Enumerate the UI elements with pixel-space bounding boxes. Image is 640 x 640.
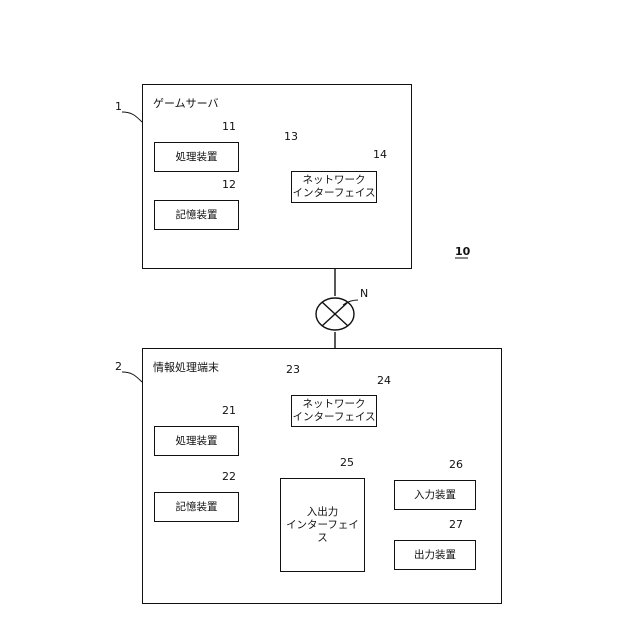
server-storage-label: 記憶装置	[176, 209, 218, 222]
server-processor-label: 処理装置	[176, 151, 218, 164]
server-storage-box: 記憶装置	[154, 200, 239, 230]
terminal-io-line2: インターフェイス	[281, 519, 364, 545]
server-nic-line1: ネットワーク	[303, 174, 366, 187]
server-nic-ref: 14	[373, 148, 387, 161]
input-device-box: 入力装置	[394, 480, 476, 510]
server-storage-ref: 12	[222, 178, 236, 191]
terminal-nic-line1: ネットワーク	[303, 398, 366, 411]
terminal-nic-box: ネットワーク インターフェイス	[291, 395, 377, 427]
output-device-ref: 27	[449, 518, 463, 531]
server-nic-line2: インターフェイス	[292, 187, 375, 200]
input-device-label: 入力装置	[414, 489, 456, 502]
terminal-storage-label: 記憶装置	[176, 501, 218, 514]
system-ref: 10	[455, 245, 470, 258]
terminal-processor-box: 処理装置	[154, 426, 239, 456]
terminal-storage-ref: 22	[222, 470, 236, 483]
terminal-io-ref: 25	[340, 456, 354, 469]
output-device-label: 出力装置	[414, 549, 456, 562]
input-device-ref: 26	[449, 458, 463, 471]
terminal-ref: 2	[115, 360, 122, 373]
terminal-bus-ref: 23	[286, 363, 300, 376]
terminal-io-box: 入出力 インターフェイス	[280, 478, 365, 572]
terminal-storage-box: 記憶装置	[154, 492, 239, 522]
terminal-io-line1: 入出力	[307, 506, 339, 519]
server-bus-ref: 13	[284, 130, 298, 143]
server-nic-box: ネットワーク インターフェイス	[291, 171, 377, 203]
terminal-nic-ref: 24	[377, 374, 391, 387]
server-processor-ref: 11	[222, 120, 236, 133]
network-ref: N	[360, 287, 368, 300]
game-server-title: ゲームサーバ	[153, 95, 219, 111]
terminal-nic-line2: インターフェイス	[292, 411, 375, 424]
network-icon	[316, 298, 354, 330]
terminal-title: 情報処理端末	[153, 359, 219, 375]
output-device-box: 出力装置	[394, 540, 476, 570]
game-server-ref: 1	[115, 100, 122, 113]
terminal-processor-label: 処理装置	[176, 435, 218, 448]
terminal-processor-ref: 21	[222, 404, 236, 417]
server-processor-box: 処理装置	[154, 142, 239, 172]
